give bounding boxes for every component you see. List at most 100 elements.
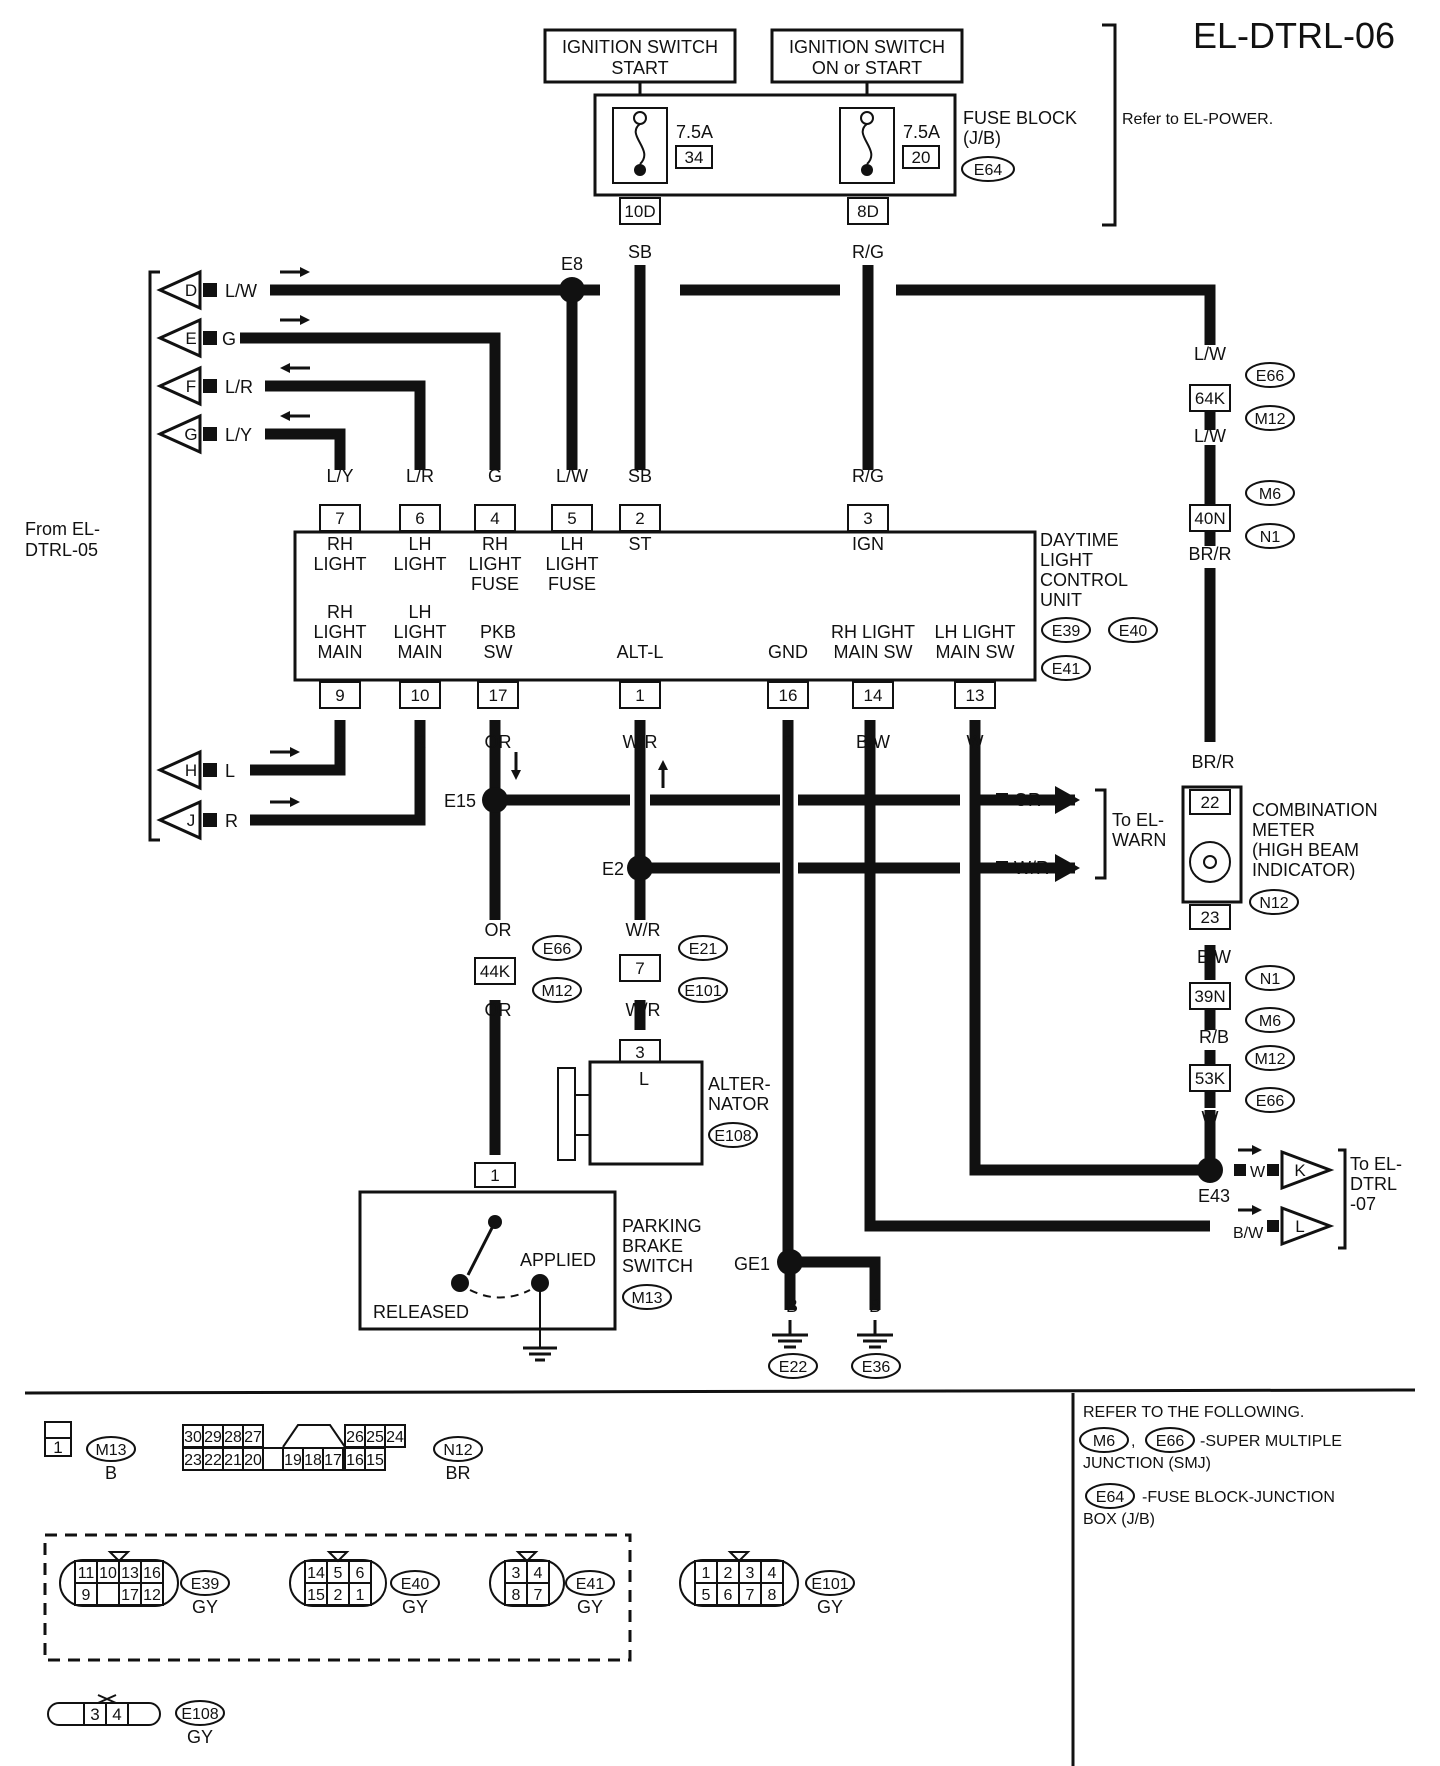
svg-text:DTRL-05: DTRL-05 [25,540,98,560]
ground-e36-icon [857,1320,893,1349]
svg-text:12: 12 [143,1587,161,1604]
svg-text:ALTER-: ALTER- [708,1074,771,1094]
svg-text:ST: ST [628,534,651,554]
svg-text:E101: E101 [811,1576,848,1593]
svg-text:CONTROL: CONTROL [1040,570,1128,590]
fuse2-no: 20 [912,148,931,167]
svg-text:R/B: R/B [1199,1027,1229,1047]
svg-text:10D: 10D [624,202,655,221]
svg-text:RH: RH [482,534,508,554]
svg-text:64K: 64K [1195,389,1226,408]
svg-text:16: 16 [346,1452,364,1469]
cu-bottom-pin-1: ALT-L1 [617,642,664,709]
svg-text:E40: E40 [1119,623,1148,640]
svg-text:3: 3 [746,1565,755,1582]
svg-text:-07: -07 [1350,1194,1376,1214]
svg-text:E41: E41 [576,1576,605,1593]
svg-text:B/W: B/W [856,732,890,752]
svg-text:OR: OR [485,732,512,752]
from-dtrl05: From EL- [25,519,100,539]
svg-text:8D: 8D [857,202,879,221]
ignition-switch-start: IGNITION SWITCH START [543,28,737,84]
svg-text:9: 9 [335,686,344,705]
svg-text:BR/R: BR/R [1191,752,1234,772]
cu-top-pin-2: 2ST [619,504,661,554]
svg-text:30: 30 [184,1429,202,1446]
svg-text:E8: E8 [561,254,583,274]
svg-text:R/G: R/G [852,466,884,486]
alternator-pulley-icon [557,1067,576,1161]
connector-F: F L/R [156,363,310,407]
svg-text:E64: E64 [1096,1489,1125,1506]
svg-text:21: 21 [224,1452,242,1469]
svg-text:15: 15 [307,1587,325,1604]
svg-text:IGNITION SWITCH: IGNITION SWITCH [789,37,945,57]
svg-text:BOX (J/B): BOX (J/B) [1083,1511,1155,1528]
svg-text:G: G [222,329,236,349]
legend-m13: 1 M13 B [44,1421,136,1483]
svg-text:INDICATOR): INDICATOR) [1252,860,1355,880]
svg-text:2: 2 [334,1587,343,1604]
svg-text:L: L [639,1069,649,1089]
svg-text:M6: M6 [1093,1433,1115,1450]
svg-text:NATOR: NATOR [708,1094,769,1114]
svg-text:OR: OR [485,1000,512,1020]
svg-text:ALT-L: ALT-L [617,642,664,662]
legend-e108: 3 4 E108 GY [47,1694,225,1747]
svg-text:BR: BR [445,1463,470,1483]
svg-text:6: 6 [415,509,424,528]
svg-text:GE1: GE1 [734,1254,770,1274]
to-el-warn: To EL- [1112,810,1164,830]
svg-text:W: W [1250,1164,1266,1181]
svg-text:4: 4 [490,509,499,528]
alternator: 3 L [557,1039,704,1166]
svg-text:SWITCH: SWITCH [622,1256,693,1276]
refer-box: REFER TO THE FOLLOWING. M6 , E66 -SUPER … [1079,1404,1342,1528]
svg-text:ON or START: ON or START [812,58,922,78]
svg-text:-SUPER MULTIPLE: -SUPER MULTIPLE [1200,1433,1342,1450]
connector-E: E G [156,315,310,359]
svg-text:G: G [184,425,197,444]
svg-text:E22: E22 [779,1359,808,1376]
svg-text:40N: 40N [1194,509,1225,528]
svg-text:UNIT: UNIT [1040,590,1082,610]
svg-text:N1: N1 [1260,529,1281,546]
svg-text:3: 3 [863,509,872,528]
svg-text:LH: LH [408,602,431,622]
svg-text:GY: GY [192,1597,218,1617]
svg-text:START: START [611,58,668,78]
svg-text:27: 27 [244,1429,262,1446]
svg-text:E66: E66 [1256,1093,1285,1110]
svg-text:G: G [488,466,502,486]
svg-text:B: B [782,732,794,752]
svg-text:13: 13 [121,1565,139,1582]
svg-text:GY: GY [402,1597,428,1617]
svg-text:E36: E36 [862,1359,891,1376]
svg-text:3: 3 [512,1565,521,1582]
svg-text:RH: RH [327,534,353,554]
svg-text:15: 15 [366,1452,384,1469]
svg-text:W/R: W/R [1014,858,1049,878]
svg-text:M6: M6 [1259,486,1281,503]
svg-text:LH LIGHT: LH LIGHT [934,622,1015,642]
svg-text:PARKING: PARKING [622,1216,702,1236]
svg-text:BRAKE: BRAKE [622,1236,683,1256]
svg-text:JUNCTION (SMJ): JUNCTION (SMJ) [1083,1455,1211,1472]
svg-text:5: 5 [334,1565,343,1582]
svg-text:REFER TO THE FOLLOWING.: REFER TO THE FOLLOWING. [1083,1404,1304,1421]
splice-ge1 [777,1249,803,1275]
svg-text:BR/R: BR/R [1188,544,1231,564]
svg-text:L/R: L/R [225,377,253,397]
svg-text:E2: E2 [602,859,624,879]
svg-text:D: D [185,281,197,300]
svg-text:16: 16 [779,686,798,705]
svg-text:E66: E66 [543,941,572,958]
svg-text:8: 8 [512,1587,521,1604]
